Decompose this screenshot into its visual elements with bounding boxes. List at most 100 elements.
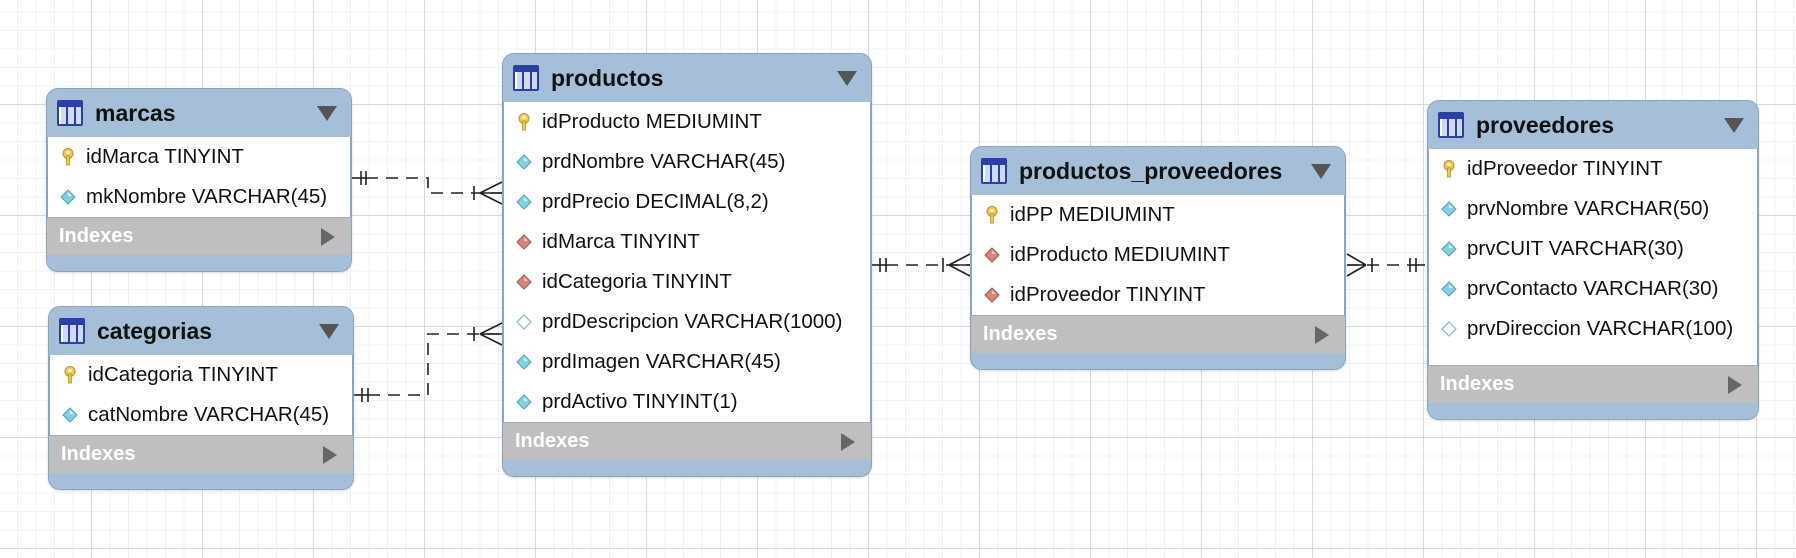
indexes-label: Indexes <box>59 225 134 247</box>
collapse-arrow-icon[interactable] <box>1311 163 1331 179</box>
table-icon <box>1438 112 1464 138</box>
entity-proveedores[interactable]: proveedores idProveedor TINYINT prvNombre … <box>1427 100 1759 420</box>
indexes-bar[interactable]: Indexes <box>971 315 1345 353</box>
entity-footer <box>47 255 351 271</box>
column-row[interactable]: idPP MEDIUMINT <box>972 195 1344 235</box>
column-row[interactable]: prdImagen VARCHAR(45) <box>504 342 870 382</box>
column-diamond-icon <box>516 354 532 370</box>
column-list: idProducto MEDIUMINT prdNombre VARCHAR(45… <box>503 102 871 422</box>
indexes-bar[interactable]: Indexes <box>503 422 871 460</box>
column-row[interactable]: idProveedor TINYINT <box>1429 149 1757 189</box>
primary-key-icon <box>518 113 530 131</box>
column-diamond-icon <box>60 189 76 205</box>
column-label: idProducto MEDIUMINT <box>1010 243 1230 266</box>
column-list: idPP MEDIUMINT idProducto MEDIUMINT idProv… <box>971 195 1345 315</box>
indexes-label: Indexes <box>983 323 1058 345</box>
column-row[interactable]: prdActivo TINYINT(1) <box>504 382 870 422</box>
entity-marcas[interactable]: marcas idMarca TINYINT mkNombre VARCHAR(45… <box>46 88 352 272</box>
indexes-label: Indexes <box>61 443 136 465</box>
column-row[interactable]: idMarca TINYINT <box>48 137 350 177</box>
column-label: idPP MEDIUMINT <box>1010 203 1175 226</box>
relationship-categorias-productos <box>354 322 504 402</box>
primary-key-icon <box>986 206 998 224</box>
column-row[interactable]: mkNombre VARCHAR(45) <box>48 177 350 217</box>
column-diamond-icon <box>1441 201 1457 217</box>
expand-arrow-icon[interactable] <box>1315 325 1329 344</box>
foreign-key-diamond-icon <box>984 247 1000 263</box>
table-icon <box>59 318 85 344</box>
column-row[interactable]: idCategoria TINYINT <box>50 355 352 395</box>
column-row[interactable]: prvContacto VARCHAR(30) <box>1429 269 1757 309</box>
entity-productos[interactable]: productos idProducto MEDIUMINT prdNombre V… <box>502 53 872 477</box>
entity-header[interactable]: marcas <box>47 89 351 137</box>
primary-key-icon <box>64 366 76 384</box>
primary-key-icon <box>1443 160 1455 178</box>
primary-key-icon <box>62 148 74 166</box>
foreign-key-diamond-icon <box>516 274 532 290</box>
column-diamond-icon <box>1441 281 1457 297</box>
entity-header[interactable]: proveedores <box>1428 101 1758 149</box>
column-label: prdDescripcion VARCHAR(1000) <box>542 310 843 333</box>
entity-categorias[interactable]: categorias idCategoria TINYINT catNombre V… <box>48 306 354 490</box>
column-row[interactable]: prvCUIT VARCHAR(30) <box>1429 229 1757 269</box>
column-label: idCategoria TINYINT <box>88 363 278 386</box>
column-diamond-icon <box>62 407 78 423</box>
column-label: mkNombre VARCHAR(45) <box>86 185 328 208</box>
column-row[interactable]: prdPrecio DECIMAL(8,2) <box>504 182 870 222</box>
column-label: prvDireccion VARCHAR(100) <box>1467 317 1734 340</box>
expand-arrow-icon[interactable] <box>323 445 337 464</box>
indexes-label: Indexes <box>1440 373 1515 395</box>
indexes-bar[interactable]: Indexes <box>47 217 351 255</box>
column-row[interactable]: idMarca TINYINT <box>504 222 870 262</box>
entity-productos-proveedores[interactable]: productos_proveedores idPP MEDIUMINT idPro… <box>970 146 1346 370</box>
relationship-proveedores-productos-proveedores <box>1346 253 1425 277</box>
entity-title: productos_proveedores <box>1019 157 1283 184</box>
column-label: prdActivo TINYINT(1) <box>542 390 738 413</box>
entity-title: marcas <box>95 99 176 126</box>
expand-arrow-icon[interactable] <box>321 227 335 246</box>
entity-header[interactable]: productos_proveedores <box>971 147 1345 195</box>
collapse-arrow-icon[interactable] <box>1724 117 1744 133</box>
column-row[interactable]: prvDireccion VARCHAR(100) <box>1429 309 1757 349</box>
column-spacer <box>1429 349 1757 365</box>
entity-footer <box>971 353 1345 369</box>
column-row[interactable]: idProducto MEDIUMINT <box>972 235 1344 275</box>
column-diamond-icon <box>516 394 532 410</box>
entity-header[interactable]: productos <box>503 54 871 102</box>
column-label: idMarca TINYINT <box>86 145 244 168</box>
table-icon <box>981 158 1007 184</box>
column-list: idProveedor TINYINT prvNombre VARCHAR(50)… <box>1428 149 1758 365</box>
expand-arrow-icon[interactable] <box>1728 375 1742 394</box>
column-row[interactable]: catNombre VARCHAR(45) <box>50 395 352 435</box>
column-list: idCategoria TINYINT catNombre VARCHAR(45) <box>49 355 353 435</box>
column-row[interactable]: idCategoria TINYINT <box>504 262 870 302</box>
foreign-key-diamond-icon <box>984 287 1000 303</box>
relationship-marcas-productos <box>352 171 504 205</box>
column-label: catNombre VARCHAR(45) <box>88 403 330 426</box>
column-label: idProveedor TINYINT <box>1467 157 1663 180</box>
column-diamond-icon <box>1441 241 1457 257</box>
nullable-column-diamond-icon <box>1441 321 1457 337</box>
nullable-column-diamond-icon <box>516 314 532 330</box>
column-label: prvContacto VARCHAR(30) <box>1467 277 1719 300</box>
collapse-arrow-icon[interactable] <box>319 323 339 339</box>
column-label: prvCUIT VARCHAR(30) <box>1467 237 1684 260</box>
collapse-arrow-icon[interactable] <box>837 70 857 86</box>
column-label: prdNombre VARCHAR(45) <box>542 150 786 173</box>
indexes-bar[interactable]: Indexes <box>1428 365 1758 403</box>
column-label: idCategoria TINYINT <box>542 270 732 293</box>
expand-arrow-icon[interactable] <box>841 432 855 451</box>
column-diamond-icon <box>516 194 532 210</box>
collapse-arrow-icon[interactable] <box>317 105 337 121</box>
indexes-label: Indexes <box>515 430 590 452</box>
column-row[interactable]: prvNombre VARCHAR(50) <box>1429 189 1757 229</box>
column-row[interactable]: prdDescripcion VARCHAR(1000) <box>504 302 870 342</box>
column-label: idProducto MEDIUMINT <box>542 110 762 133</box>
entity-header[interactable]: categorias <box>49 307 353 355</box>
column-label: idMarca TINYINT <box>542 230 700 253</box>
column-row[interactable]: idProveedor TINYINT <box>972 275 1344 315</box>
column-row[interactable]: idProducto MEDIUMINT <box>504 102 870 142</box>
indexes-bar[interactable]: Indexes <box>49 435 353 473</box>
column-row[interactable]: prdNombre VARCHAR(45) <box>504 142 870 182</box>
